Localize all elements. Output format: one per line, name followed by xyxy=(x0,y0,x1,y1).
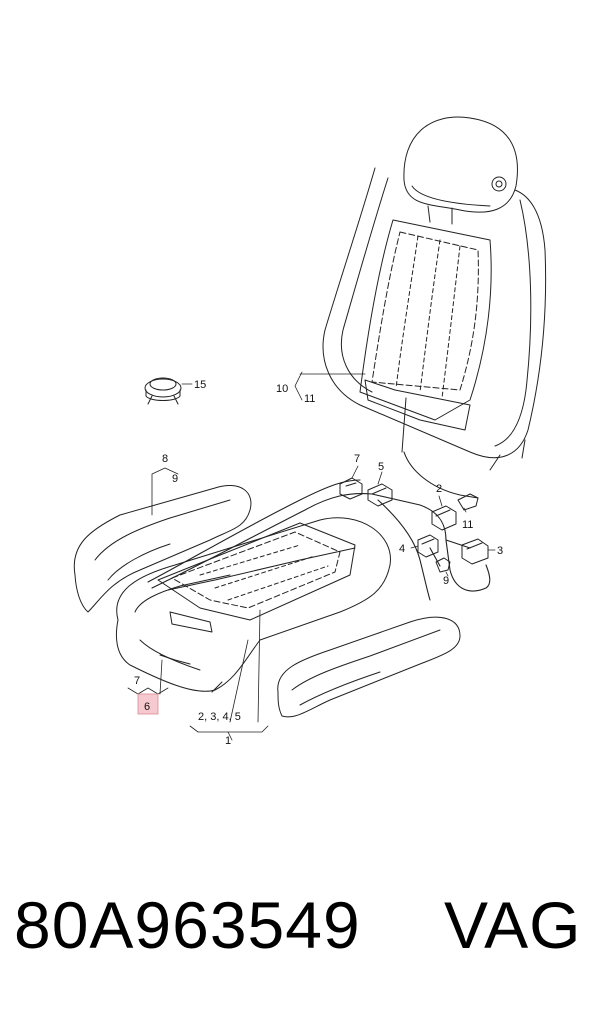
callout-10: 10 xyxy=(276,383,288,395)
callout-11-right: 11 xyxy=(462,519,473,531)
part-15-sensor xyxy=(144,377,182,405)
callout-8: 8 xyxy=(162,453,168,465)
wiring-harness xyxy=(147,451,491,601)
callout-7-top: 7 xyxy=(354,453,360,465)
callout-3: 3 xyxy=(497,545,503,557)
connector-2 xyxy=(431,505,457,531)
part-number: 80A963549 xyxy=(14,888,361,962)
callout-9-left: 9 xyxy=(172,473,178,485)
seat-heating-mat xyxy=(157,522,356,633)
callout-9-right: 9 xyxy=(443,575,449,587)
callout-15: 15 xyxy=(194,379,206,391)
callout-1: 1 xyxy=(225,735,231,747)
connector-4 xyxy=(417,534,439,558)
callout-11-top: 11 xyxy=(304,393,315,405)
callout-7-bottom: 7 xyxy=(134,675,140,687)
backrest-outline xyxy=(322,167,547,471)
headrest-outline xyxy=(403,116,518,225)
connector-5 xyxy=(367,483,393,507)
connector-9 xyxy=(435,557,451,573)
callout-2-3-4-5: 2, 3, 4, 5 xyxy=(198,711,241,723)
callout-labels: 15 10 11 8 9 7 5 2 11 4 3 9 7 6 2, 3, 4,… xyxy=(134,379,503,747)
callout-2: 2 xyxy=(436,483,442,495)
callout-5: 5 xyxy=(378,461,384,473)
left-bolster xyxy=(73,484,252,613)
connector-11 xyxy=(457,493,479,511)
callout-6: 6 xyxy=(144,701,150,713)
highlight-box xyxy=(137,693,159,715)
callout-4: 4 xyxy=(399,543,405,555)
seat-cushion xyxy=(116,517,391,693)
brand-label: VAG xyxy=(444,888,582,962)
leader-lines xyxy=(127,371,496,741)
backrest-heating-mat xyxy=(359,219,492,453)
right-bolster xyxy=(277,616,461,718)
connector-3 xyxy=(461,538,489,565)
footer: 80A963549 VAG xyxy=(0,880,600,990)
